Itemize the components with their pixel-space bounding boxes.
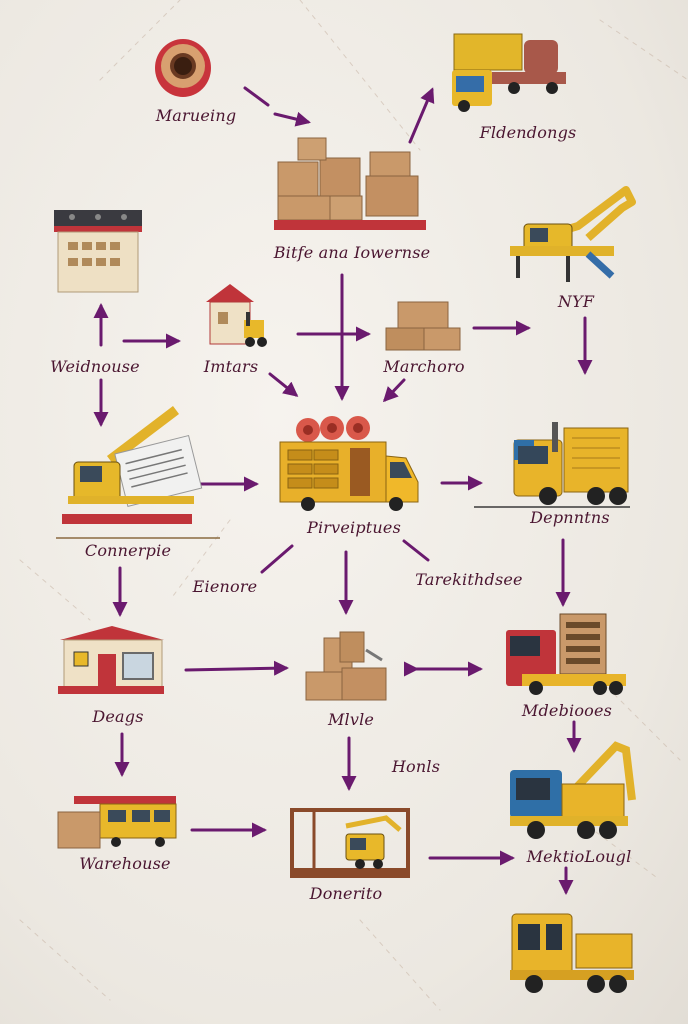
node-label-weidnouse: Weidnouse [50,357,140,376]
delivery-van-icon [279,416,419,511]
arrow [260,544,294,574]
arrow [243,86,270,107]
semi-truck-icon [513,422,629,505]
node-label-eienore: Eienore [192,577,258,596]
arrow [382,378,406,403]
box-pile-icon [274,137,426,230]
node-label-mdebiooes: Mdebiooes [521,701,613,720]
node-label-marketing: Marueing [155,106,237,125]
arrow [408,87,435,144]
shop-house-icon [58,626,164,694]
forklift-house-icon [206,284,267,347]
parcel-cluster-icon [305,631,387,701]
node-label-mektiolougl: MektioLougl [526,847,632,866]
node-label-mlvle: Mlvle [327,710,375,729]
tanker-truck-icon [452,33,566,112]
arrow [268,372,299,397]
arrow [273,111,311,127]
node-label-fldendongs: Fldendongs [479,123,577,142]
node-label-pirveiptues: Pirveiptues [306,518,402,537]
node-label-honls: Honls [391,757,441,776]
arrow [184,660,289,676]
wagon-icon [57,796,177,849]
node-label-tarekithdsee: Tarekithdsee [415,570,523,589]
node-label-donerito: Donerito [309,884,383,903]
node-label-warehouse: Warehouse [79,854,171,873]
excavator-icon [510,186,636,282]
node-label-nyf: NYF [557,292,595,311]
cargo-truck-icon [506,613,626,695]
tape-roll-icon [155,39,211,97]
crane-flatbed-icon [62,406,203,524]
dump-truck-icon [510,913,634,993]
arrow [402,539,430,562]
forklift-frame-icon [290,808,410,878]
node-label-depnntns: Depnntns [530,508,610,527]
node-label-bitfe: Bitfe ana Iowernse [273,243,431,262]
crane-truck-icon [510,741,636,839]
building-icon [54,210,142,293]
node-label-connerpie: Connerpie [84,541,172,560]
box-stack-icon [385,301,461,351]
node-label-imtars: Imtars [203,357,259,376]
node-label-deags: Deags [92,707,144,726]
node-label-marchoro: Marchoro [383,357,465,376]
